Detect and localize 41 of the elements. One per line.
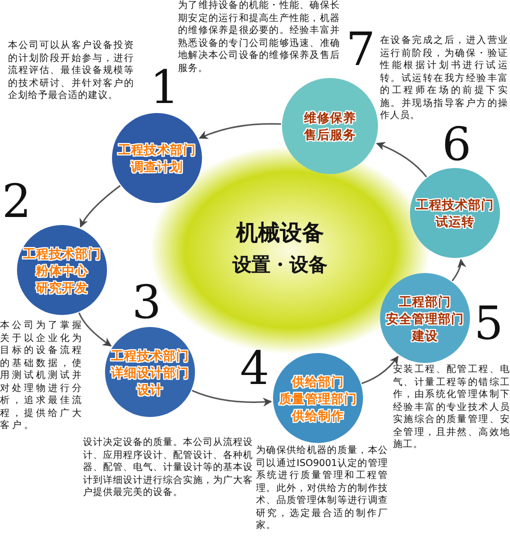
circle-label: 供给制作 xyxy=(290,406,345,424)
arrow xyxy=(192,390,272,407)
step-number: 5 xyxy=(474,300,504,346)
description-text: 设计决定设备的质量。本公司从流程设计、应用程序设计、配管设计、各种机器、配管、电气、计量设计等的基本设计到详细设计进行综合实施，为广大客户提供最完美的设备。 xyxy=(83,437,253,500)
circle-label: 工程技术部门 xyxy=(415,196,495,213)
circle-label: 研究开发 xyxy=(34,278,89,296)
step-number: 6 xyxy=(442,121,472,167)
description-text: 本公司为了掌握关于以企业化为目标的设备流程的基础数据，使用测试机测试并对处理物进行分析，追求最佳流程，提供给广大客户。 xyxy=(0,320,84,432)
arrow xyxy=(80,185,121,228)
circle-label: 工程技术部门 xyxy=(117,141,197,158)
arrow xyxy=(376,142,428,178)
circle-label: 维修保养 xyxy=(303,109,357,126)
circle-label: 设计 xyxy=(136,380,164,398)
arrow xyxy=(361,356,399,384)
circle-label: 粉体中心 xyxy=(34,262,89,278)
circle-label: 详细设计部门 xyxy=(110,364,190,380)
description-text: 安装工程、配管工程、电气、计量工程等的错综工作，由系统化管理体制下经验丰富的专业技术人员实施综合的质量管理、安全管理，且井然、高效地施工。 xyxy=(393,364,510,452)
description-text: 为确保供给机器的质量，本公司以通过ISO9001认定的管理系统进行质量管理和工程管理。此外，对供给方的制作技术、品质管理体制等进行调查研究，选定最合适的制作厂家。 xyxy=(256,445,388,532)
step-number: 1 xyxy=(150,64,180,110)
description-text: 本公司可以从客户设备投资的计划阶段开始参与，进行流程评估、最佳设备规模等的技术研讨、并针对客户的企划给予最合适的建议。 xyxy=(8,40,134,102)
step-number: 3 xyxy=(132,279,162,325)
circle-label: 质量管理部门 xyxy=(278,390,358,406)
arrow xyxy=(78,312,112,346)
circle-label: 试运转 xyxy=(434,213,476,230)
step-number: 2 xyxy=(2,178,32,224)
circle-label: 调查计划 xyxy=(130,158,184,175)
description-text: 在设备完成之后，进入营业运行前阶段，为确保・验证性能根据计划书进行试运转。试运转在我方经验丰富的工程师在场的前提下实施。并现场指导客户方的操作人员。 xyxy=(380,35,508,122)
description-text: 为了维持设备的机能・性能、确保长期安定的运行和提高生产性能，机器的维修保养是很必要的。经验丰富并熟悉设备的专门公司能够迅速、准确地解决本公司设备的维修保养及售后服务。 xyxy=(178,0,340,75)
circle-label: 售后服务 xyxy=(303,126,357,143)
title-text: 机械设备 xyxy=(234,220,325,248)
arrow xyxy=(452,258,466,282)
step-number: 4 xyxy=(240,345,270,391)
circle-label: 工程部门 xyxy=(398,292,452,310)
circle-label: 建设 xyxy=(410,326,439,344)
circle-label: 工程技术部门 xyxy=(110,346,190,364)
arrow xyxy=(198,123,282,140)
subtitle-text: 设置・设备 xyxy=(231,253,328,278)
circle-label: 供给部门 xyxy=(290,372,345,390)
step-number: 7 xyxy=(346,26,376,72)
circle-label: 工程技术部门 xyxy=(22,244,102,262)
circle-label: 安全管理部门 xyxy=(385,310,465,326)
